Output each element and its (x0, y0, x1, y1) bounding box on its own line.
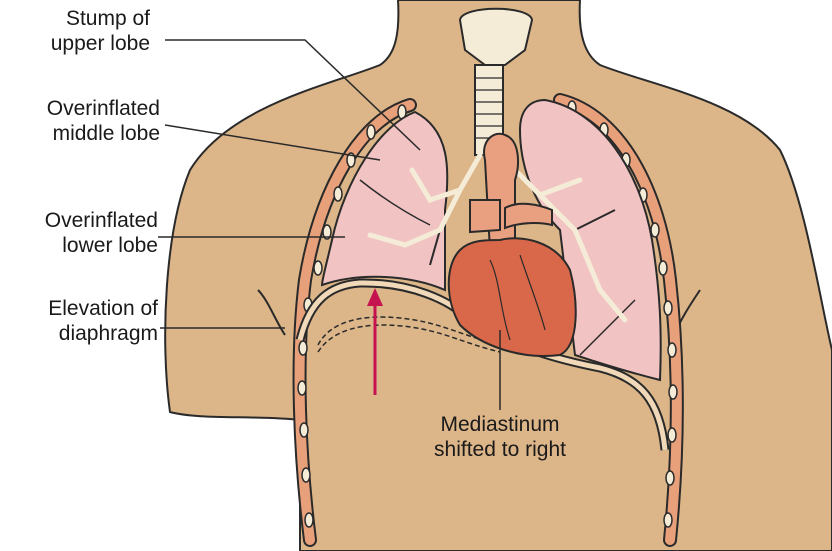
great-vessels (469, 132, 553, 251)
lung-fissure (359, 179, 431, 226)
left-side-lung (320, 110, 449, 292)
label-stump-upper-lobe: Stump of upper lobe (50, 7, 150, 55)
leader-lines (158, 39, 501, 410)
left-armpit-crease (257, 289, 286, 336)
label-mediastinum-shifted: Mediastinum shifted to right (434, 413, 566, 461)
original-diaphragm-position (317, 316, 501, 346)
lung-fissure-right (579, 299, 636, 356)
diaphragm-elevation-arrow (367, 288, 383, 395)
label-overinflated-middle-lobe: Overinflated middle lobe (46, 97, 160, 145)
label-overinflated-lower-lobe: Overinflated lower lobe (44, 209, 158, 257)
label-elevation-of-diaphragm: Elevation of diaphragm (48, 297, 158, 345)
